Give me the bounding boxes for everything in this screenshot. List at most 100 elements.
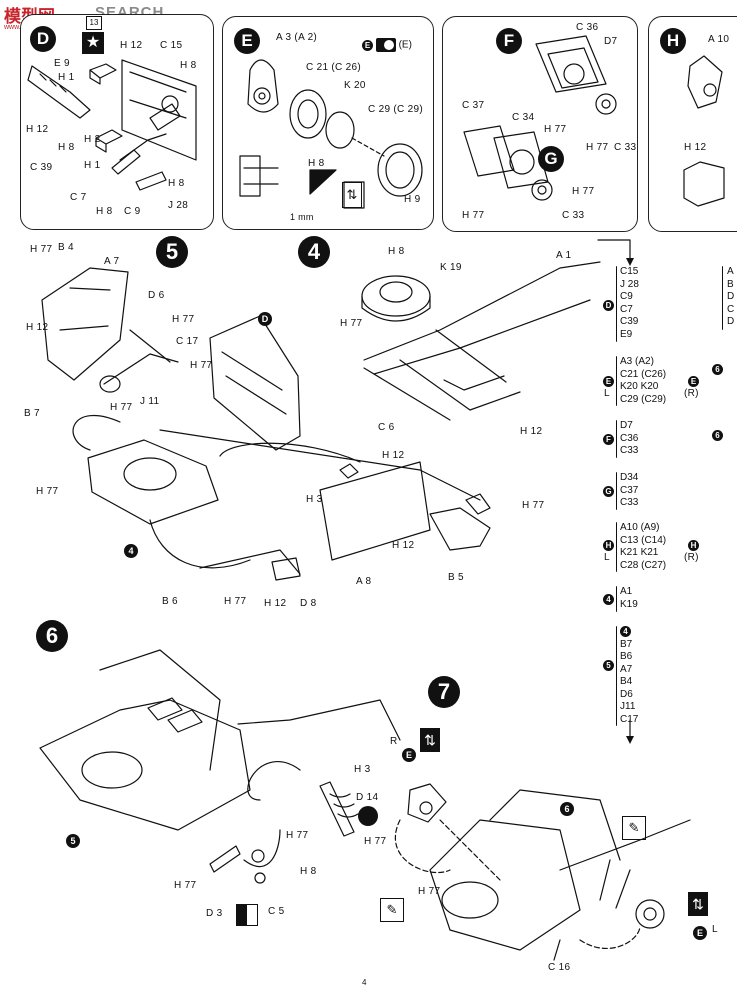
part-label: C 37 [462, 100, 485, 111]
circle-4-icon: 4 [124, 542, 138, 560]
part-label: H 2 [84, 134, 101, 145]
sidebar-group-h: A10 (A9) C13 (C14) K21 K21 C28 (C27) [620, 522, 666, 572]
sidebar-part: C28 (C27) [620, 559, 667, 571]
part-label: H 12 [26, 124, 49, 135]
sidebar-part: C29 (C29) [620, 393, 667, 405]
sidebar-part: A3 (A2) [620, 356, 654, 367]
part-label: E 9 [54, 58, 70, 69]
sidebar-part: J11 [620, 701, 636, 713]
part-label: H 1 [84, 160, 101, 171]
part-label: A 1 [556, 250, 572, 261]
part-label: H 77 [174, 880, 197, 891]
sidebar-circle: H [603, 540, 614, 551]
step-7-badge: 7 [428, 676, 460, 708]
part-label: H 8 [308, 158, 325, 169]
part-label: H 12 [120, 40, 143, 51]
panel-e [222, 16, 434, 230]
part-label: H 12 [392, 540, 415, 551]
panel-d-letter: D [30, 26, 56, 52]
sidebar-circle: 6 [712, 364, 723, 375]
sidebar-part: A7 [620, 663, 633, 675]
part-label: H 3 [354, 764, 371, 775]
panel-fg [442, 16, 638, 232]
brace [616, 266, 617, 342]
part-label: C 17 [176, 336, 199, 347]
part-label: J 11 [140, 396, 160, 407]
part-label: H 77 [522, 500, 545, 511]
paint-swatch-icon [236, 904, 258, 926]
part-label: D 8 [300, 598, 317, 609]
part-label: H 3 [306, 494, 323, 505]
part-label: H 1 [58, 72, 75, 83]
star-badge-icon: ★ [82, 32, 104, 54]
sidebar-circle: E [688, 376, 699, 387]
sidebar-side: (R) [684, 552, 699, 563]
count-badge: 13 [86, 16, 102, 30]
brace [616, 586, 617, 612]
part-label: H 8 [180, 60, 197, 71]
sidebar-circle: E [603, 376, 614, 387]
circle-5-icon: 5 [66, 832, 80, 850]
sidebar-part: K19 [620, 598, 638, 610]
part-label: A 7 [104, 256, 120, 267]
circle-e-icon: E [362, 39, 373, 51]
sidebar-group-f: D7 C36 C33 [620, 420, 638, 458]
part-label: H 77 [462, 210, 485, 221]
part-label: C 29 (C 29) [368, 104, 423, 115]
part-label: H 77 [340, 318, 363, 329]
brace [616, 356, 617, 406]
part-label: D 14 [356, 792, 379, 803]
sidebar-part: B4 [620, 676, 633, 688]
circle-e-icon: E [693, 924, 707, 942]
sidebar-group-g: D34 C37 C33 [620, 472, 638, 510]
sidebar-part: K21 K21 [620, 547, 659, 558]
sidebar-part: C15 [620, 266, 639, 277]
flip-arrows-icon: ⇅ [688, 892, 708, 916]
sidebar-part: C7 [620, 303, 633, 315]
part-label: H 12 [382, 450, 405, 461]
sidebar-part: 4 [620, 626, 638, 639]
circle-e-icon: E [402, 746, 416, 764]
panel-e-letter: E [234, 28, 260, 54]
part-label: C 36 [576, 22, 599, 33]
brace [616, 472, 617, 510]
sidebar-part: D7 [620, 420, 633, 431]
part-label: H 12 [26, 322, 49, 333]
sidebar-part: J 28 [620, 278, 639, 290]
sidebar-part: E9 [620, 328, 633, 340]
sidebar-part: C33 [620, 497, 639, 508]
part-label: C 33 [562, 210, 585, 221]
sidebar-part: C13 (C14) [620, 534, 667, 546]
sidebar-part: B6 [620, 651, 633, 663]
part-label: B 7 [24, 408, 40, 419]
sidebar-part: A10 (A9) [620, 522, 660, 533]
brace [616, 522, 617, 572]
part-label: D 3 [206, 908, 223, 919]
flip-arrows-icon: ⇅ [420, 728, 440, 752]
sidebar-group-5: 4 B7 B6 A7 B4 D6 J11 C17 [620, 626, 638, 726]
part-label: A 8 [356, 576, 372, 587]
sidebar-circle: H [688, 540, 699, 551]
circle-6-icon: 6 [560, 800, 574, 818]
brace [722, 266, 723, 330]
part-label: C 6 [378, 422, 395, 433]
part-label: B 6 [162, 596, 178, 607]
part-label: H 12 [264, 598, 287, 609]
part-label: A 3 (A 2) [276, 32, 318, 43]
step-4-badge: 4 [298, 236, 330, 268]
step-5-badge: 5 [156, 236, 188, 268]
part-label: H 8 [168, 178, 185, 189]
sidebar-part: D34 [620, 472, 639, 483]
part-label: J 28 [168, 200, 189, 211]
sidebar-part: C17 [620, 713, 639, 725]
sidebar-side: L [604, 388, 610, 399]
part-label: L [712, 924, 718, 935]
brace [616, 420, 617, 458]
part-label: H 77 [572, 186, 595, 197]
part-label: R [390, 736, 398, 747]
sand-icon: ✎ [380, 898, 404, 922]
sidebar-part: C21 (C26) [620, 368, 667, 380]
part-label: H 77 [586, 142, 609, 153]
sidebar-group-d: C15 J 28 C9 C7 C39 E9 [620, 266, 639, 341]
